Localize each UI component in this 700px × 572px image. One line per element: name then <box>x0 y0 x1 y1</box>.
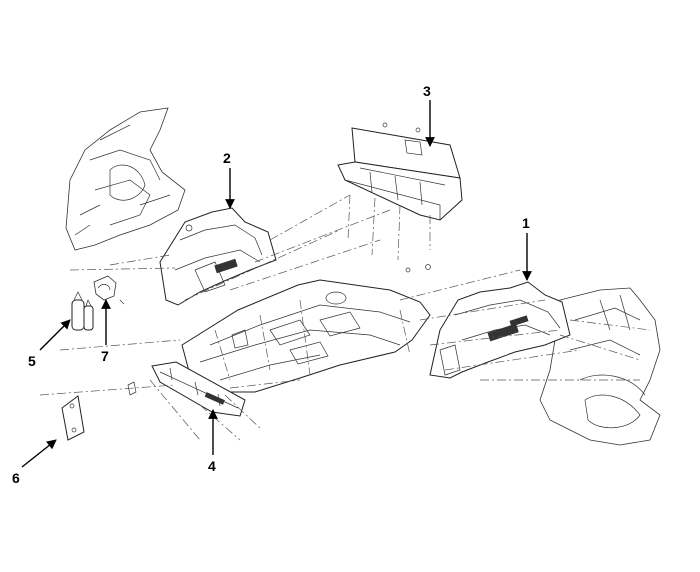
right-body-side-panel <box>539 287 661 446</box>
part-3-cargo-tray <box>337 122 463 221</box>
callout-2: 2 <box>223 150 231 166</box>
leader-arrows <box>21 100 532 468</box>
part-2-left-quarter-trim <box>159 207 277 306</box>
part-5-fire-extinguisher <box>71 291 94 331</box>
callout-4: 4 <box>208 458 216 474</box>
callout-labels: 1 2 3 4 5 6 7 <box>12 83 530 486</box>
part-1-right-quarter-trim <box>429 281 571 379</box>
left-body-side-panel <box>65 107 186 251</box>
luggage-floor-panel <box>181 279 431 393</box>
callout-5: 5 <box>28 353 36 369</box>
part-4-rear-sill-trim <box>151 361 246 417</box>
assembly-guide-lines <box>39 194 651 441</box>
callout-6: 6 <box>12 470 20 486</box>
part-6-side-cover <box>61 395 85 441</box>
callout-1: 1 <box>522 215 530 231</box>
part-7-bracket <box>93 275 125 305</box>
callout-3: 3 <box>423 83 431 99</box>
fasteners <box>127 264 431 396</box>
callout-7: 7 <box>101 348 109 364</box>
